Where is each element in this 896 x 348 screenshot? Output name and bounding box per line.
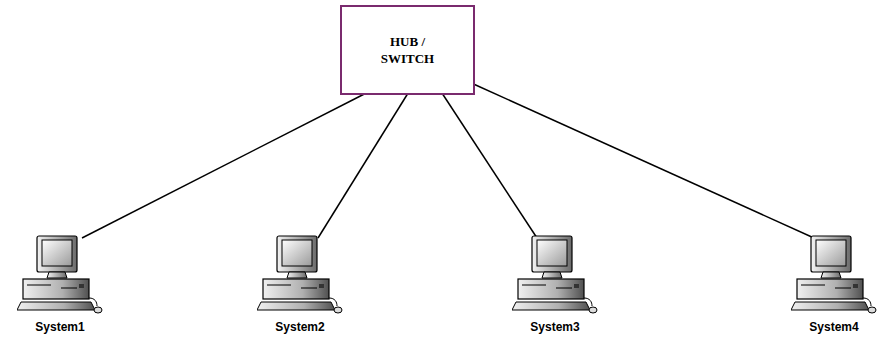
computer-icon (17, 232, 103, 318)
computer-icon (512, 232, 598, 318)
system-label: System1 (10, 320, 110, 334)
system-label: System4 (784, 320, 884, 334)
computer-system: System1 (10, 232, 110, 334)
network-cable (82, 94, 364, 238)
computer-system: System3 (505, 232, 605, 334)
computer-system: System2 (250, 232, 350, 334)
computer-icon (791, 232, 877, 318)
network-cable (474, 84, 814, 238)
network-cable (443, 94, 537, 238)
device-label: HUB / SWITCH (376, 33, 440, 67)
system-label: System2 (250, 320, 350, 334)
network-cable (318, 94, 408, 238)
computer-icon (257, 232, 343, 318)
computer-system: System4 (784, 232, 884, 334)
hub-switch-box: HUB / SWITCH (340, 5, 475, 95)
system-label: System3 (505, 320, 605, 334)
